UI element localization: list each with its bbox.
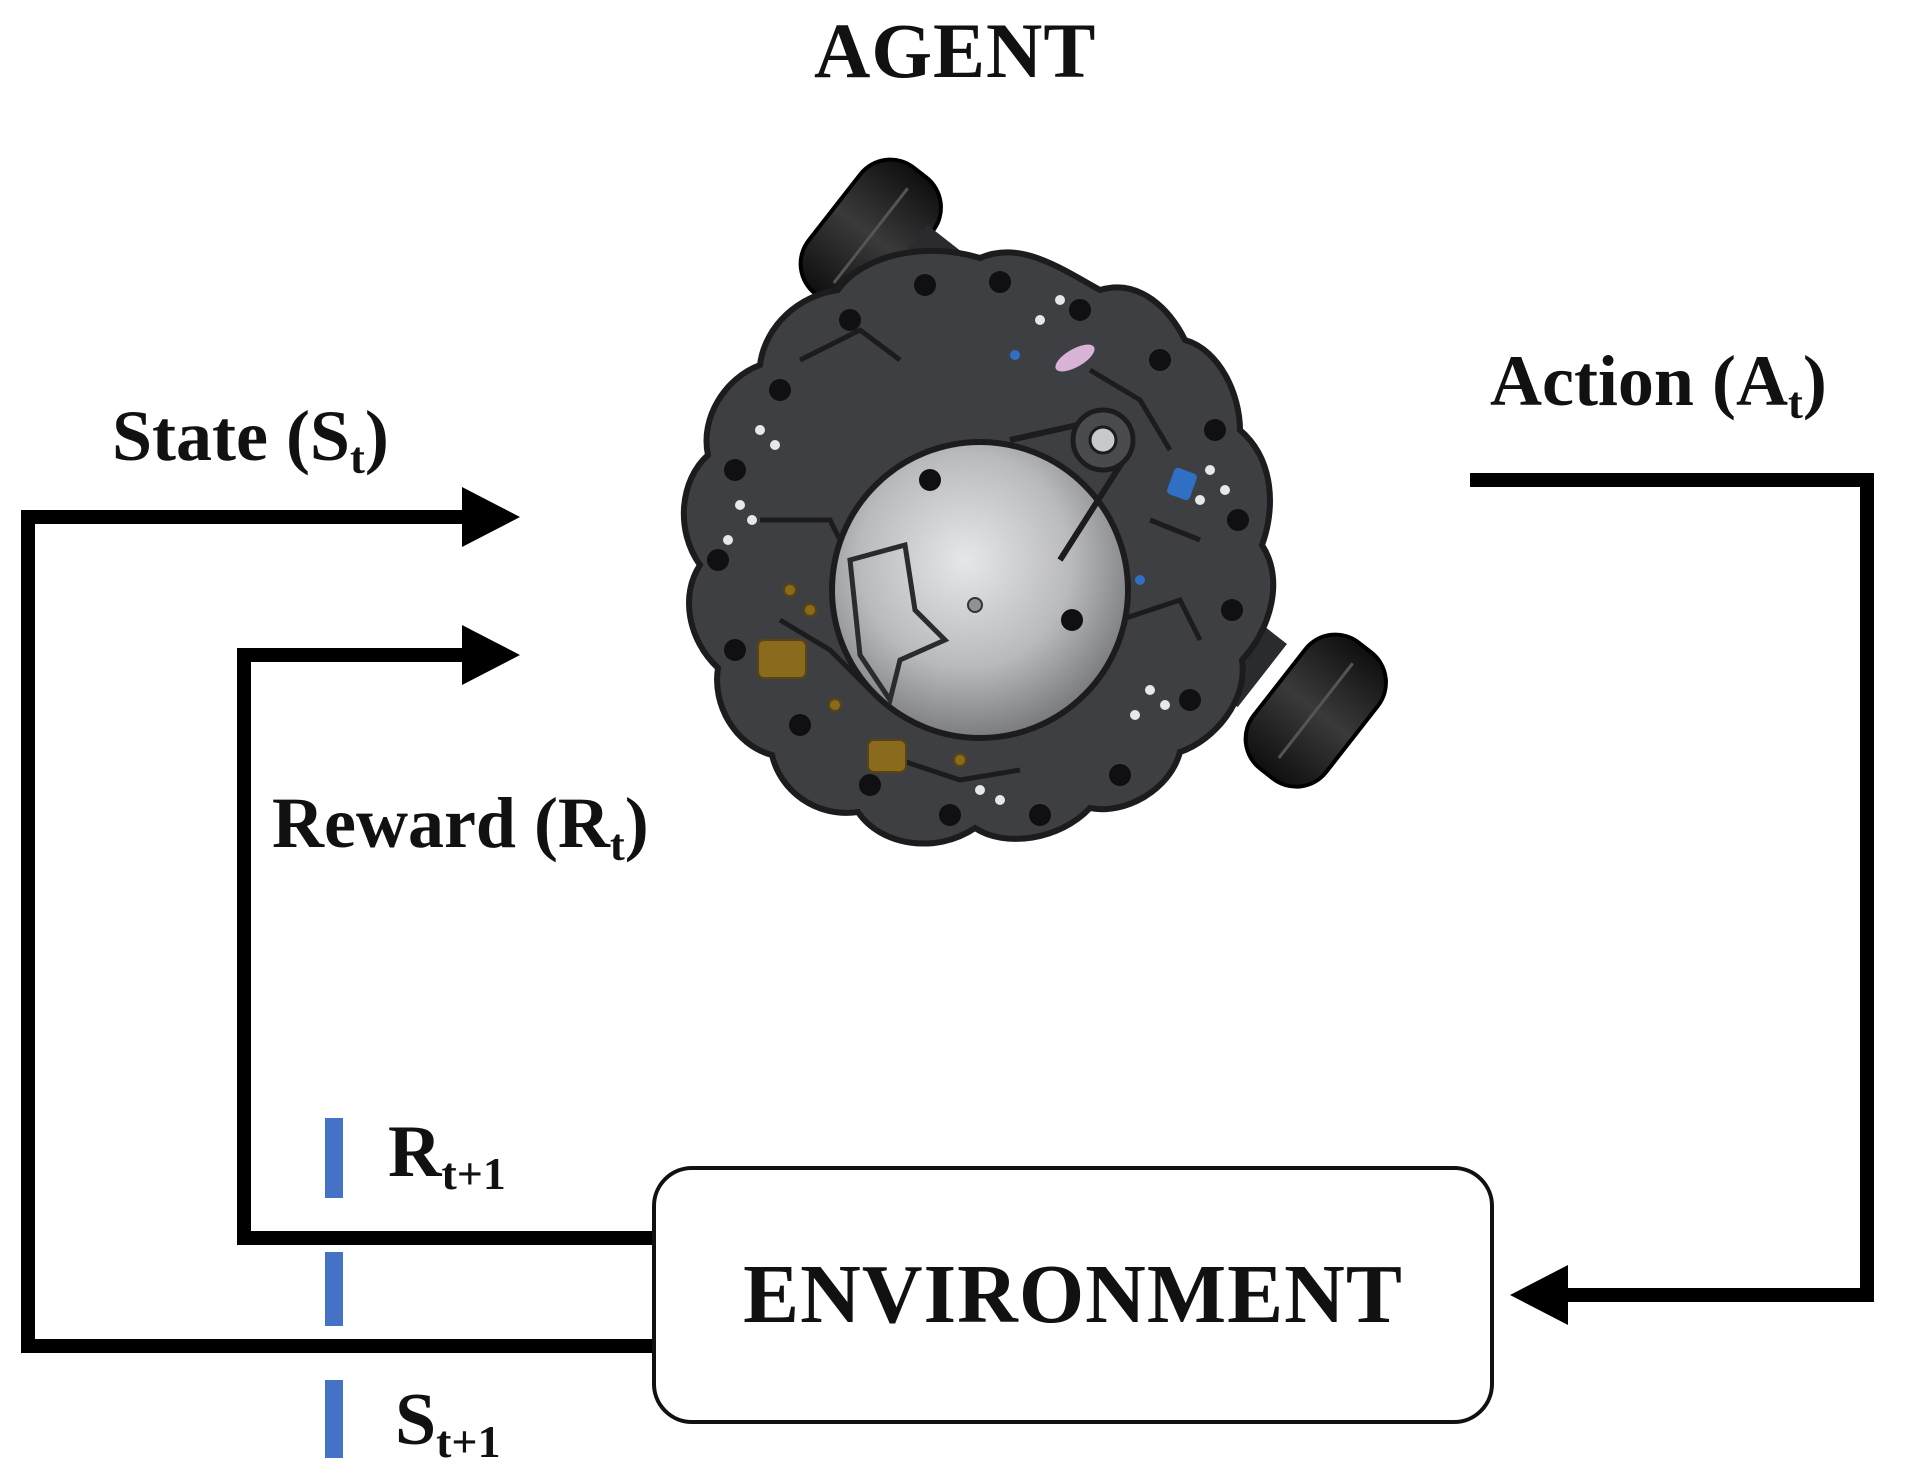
state-label: State (St) — [112, 400, 389, 480]
state-next-label-text: S — [395, 1379, 437, 1461]
reward-feedback-line — [237, 648, 652, 1245]
reward-label: Reward (Rt) — [272, 787, 649, 867]
reward-label-close: ) — [624, 783, 649, 863]
reward-next-label-text: R — [388, 1111, 442, 1193]
time-step-divider-segment — [325, 1118, 343, 1198]
state-label-close: ) — [364, 396, 389, 476]
state-next-label-subscript: t+1 — [436, 1415, 501, 1467]
state-feedback-line — [21, 510, 652, 1353]
action-label-close: ) — [1802, 341, 1827, 421]
reward-label-subscript: t — [609, 819, 625, 870]
reward-next-label: Rt+1 — [388, 1115, 506, 1196]
state-label-subscript: t — [349, 432, 365, 483]
action-label-text: Action (A — [1490, 341, 1788, 421]
action-label: Action (At) — [1490, 345, 1827, 425]
action-arrowhead — [1510, 1265, 1568, 1325]
reward-label-text: Reward (R — [272, 783, 610, 863]
reward-next-label-subscript: t+1 — [441, 1147, 506, 1199]
time-step-divider-segment — [325, 1252, 343, 1326]
time-step-divider-segment — [325, 1380, 343, 1458]
robot-top-view-icon — [680, 157, 1388, 847]
action-label-subscript: t — [1787, 377, 1803, 428]
action-line — [1470, 473, 1874, 1302]
state-arrowhead — [462, 487, 520, 547]
environment-label: ENVIRONMENT — [652, 1166, 1494, 1424]
state-next-label: St+1 — [395, 1383, 501, 1464]
agent-title: AGENT — [814, 7, 1097, 94]
environment-label-text: ENVIRONMENT — [743, 1248, 1403, 1341]
reward-arrowhead — [462, 625, 520, 685]
environment-box — [652, 1166, 1494, 1424]
state-label-text: State (S — [112, 396, 350, 476]
